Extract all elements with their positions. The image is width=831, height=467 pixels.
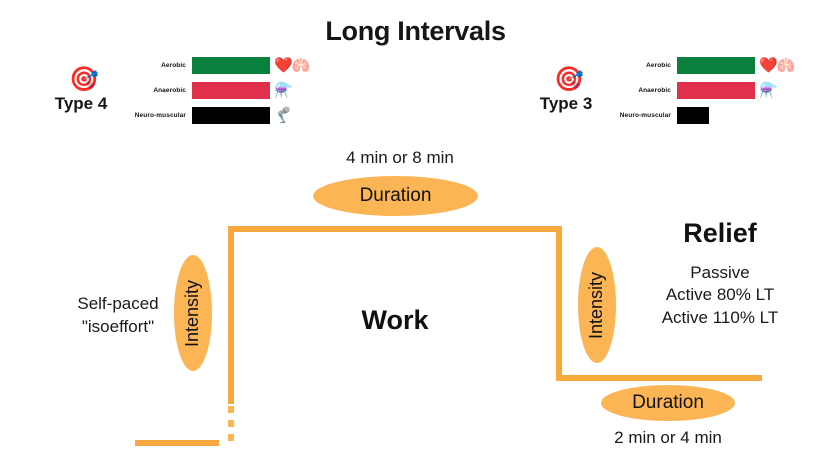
work-intensity-note-line2: "isoeffort"	[81, 316, 155, 336]
legend-type-4-bars: Aerobic ❤️🫁 Anaerobic ⚗️ Neuro-muscular …	[118, 57, 310, 124]
relief-title: Relief	[683, 218, 757, 248]
legend-type-3-bars: Aerobic ❤️🫁 Anaerobic ⚗️ Neuro-muscular	[603, 57, 795, 124]
legend-type-3: 🎯 Type 3 Aerobic ❤️🫁 Anaerobic ⚗️ Neuro-…	[533, 57, 795, 124]
legend-row: Neuro-muscular 🦿	[118, 107, 309, 124]
work-duration-pill: Duration	[313, 176, 478, 216]
relief-option: Passive	[690, 263, 750, 282]
waveform-work-rising-edge	[228, 226, 234, 404]
legend-row: Aerobic ❤️🫁	[118, 57, 310, 74]
legend-type-3-heading: 🎯 Type 3	[533, 65, 599, 114]
legend-type-4-heading: 🎯 Type 4	[48, 65, 114, 114]
lactate-molecule-icon: ⚗️	[274, 82, 293, 99]
legend-type-3-label: Type 3	[539, 93, 593, 113]
bar-label-anaerobic: Anaerobic	[153, 87, 186, 94]
target-icon: 🎯	[69, 65, 99, 93]
waveform-relief-plateau	[556, 375, 762, 381]
bar-aerobic	[192, 57, 270, 74]
relief-options-list: Passive Active 80% LT Active 110% LT	[620, 262, 820, 329]
relief-option: Active 110% LT	[661, 307, 779, 327]
bar-aerobic	[677, 57, 755, 74]
waveform-baseline-stub	[135, 440, 219, 446]
bar-label-neuromuscular: Neuro-muscular	[619, 112, 671, 119]
bar-label-anaerobic: Anaerobic	[638, 87, 671, 94]
bar-label-aerobic: Aerobic	[161, 62, 186, 69]
legend-type-4-label: Type 4	[54, 93, 108, 113]
waveform-dashed-connector	[228, 406, 234, 446]
legend-row: Anaerobic ⚗️	[603, 82, 794, 99]
legend-row: Anaerobic ⚗️	[118, 82, 309, 99]
relief-intensity-pill: Intensity	[578, 247, 616, 363]
legend-type-4: 🎯 Type 4 Aerobic ❤️🫁 Anaerobic ⚗️ Neuro-…	[48, 57, 310, 124]
relief-option: Active 80% LT	[665, 285, 775, 305]
relief-duration-pill: Duration	[601, 385, 735, 421]
mechanical-leg-icon: 🦿	[274, 107, 293, 124]
bar-label-neuromuscular: Neuro-muscular	[134, 112, 186, 119]
work-label: Work	[361, 305, 429, 335]
work-intensity-pill-label: Intensity	[182, 279, 203, 347]
work-intensity-note: Self-paced "isoeffort"	[55, 293, 181, 339]
lactate-molecule-icon: ⚗️	[759, 82, 778, 99]
bar-anaerobic	[192, 82, 270, 99]
page-title: Long Intervals	[325, 16, 506, 46]
legend-row: Aerobic ❤️🫁	[603, 57, 795, 74]
bar-neuromuscular	[192, 107, 270, 124]
waveform-relief-falling-edge	[556, 226, 562, 381]
relief-duration-note: 2 min or 4 min	[614, 428, 722, 447]
work-intensity-note-line1: Self-paced	[77, 294, 159, 313]
work-intensity-pill: Intensity	[174, 255, 212, 371]
bar-label-aerobic: Aerobic	[646, 62, 671, 69]
target-icon: 🎯	[554, 65, 584, 93]
work-duration-note: 4 min or 8 min	[346, 148, 454, 167]
relief-intensity-pill-label: Intensity	[586, 271, 607, 339]
legend-row: Neuro-muscular	[603, 107, 794, 124]
heart-lungs-icon: ❤️🫁	[759, 57, 795, 74]
heart-lungs-icon: ❤️🫁	[274, 57, 310, 74]
bar-anaerobic	[677, 82, 755, 99]
waveform-work-plateau	[228, 226, 562, 232]
bar-neuromuscular	[677, 107, 709, 124]
